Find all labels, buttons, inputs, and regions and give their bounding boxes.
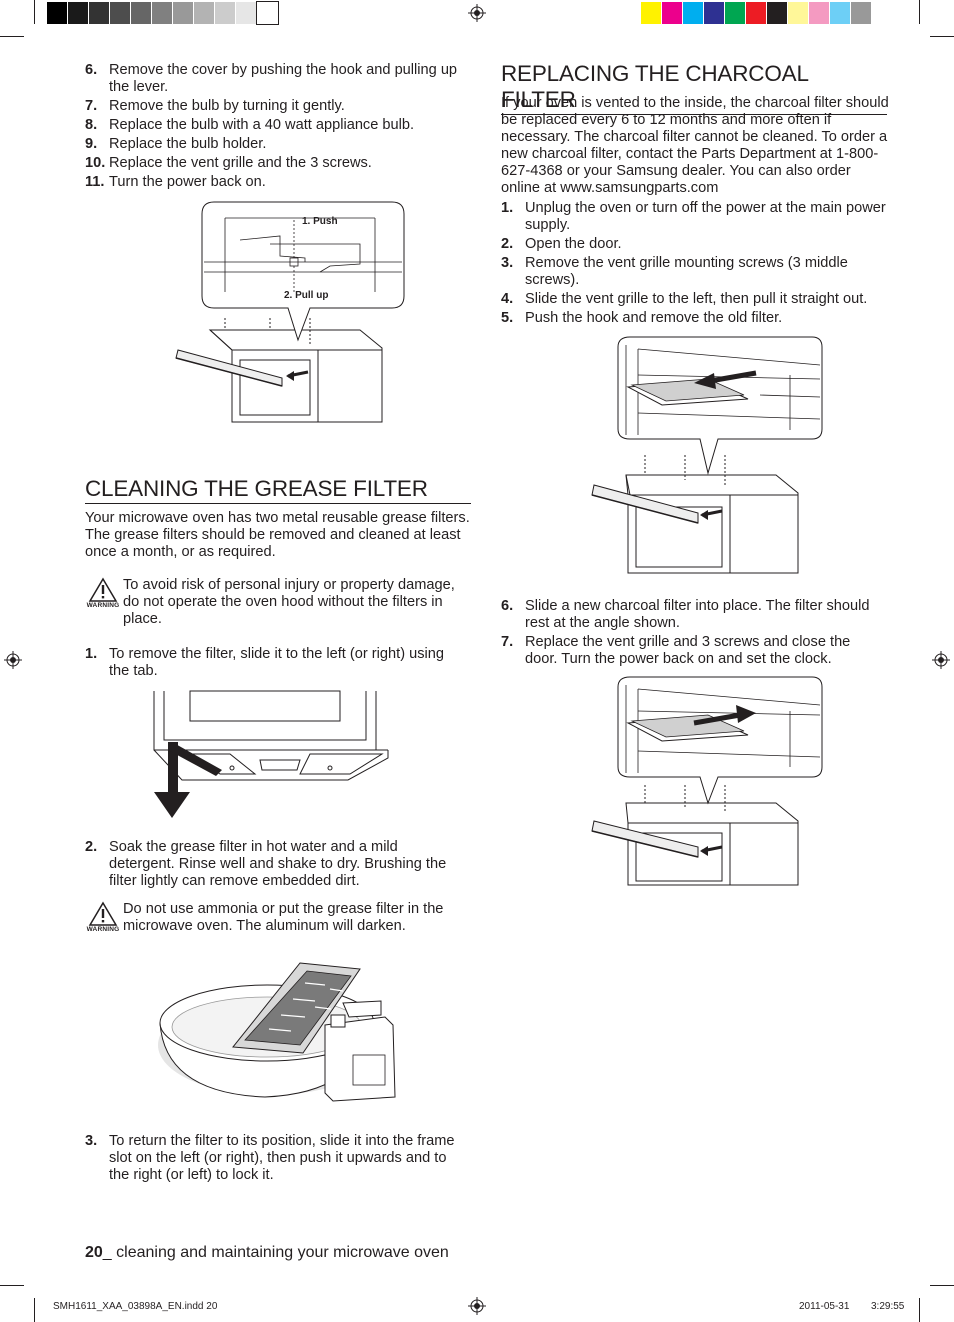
gray-swatch xyxy=(256,1,279,25)
gray-swatch xyxy=(110,2,131,24)
gray-swatch xyxy=(47,2,68,24)
page-footer: 20_ cleaning and maintaining your microw… xyxy=(85,1244,449,1262)
color-swatch xyxy=(788,2,809,24)
warning-icon xyxy=(88,577,118,602)
print-time: 3:29:55 xyxy=(871,1301,905,1312)
process-color-bar xyxy=(641,2,872,24)
filter-removal-illustration xyxy=(150,688,410,823)
registration-mark-icon xyxy=(468,1297,486,1315)
color-swatch xyxy=(809,2,830,24)
charcoal-steps-list: 1.Unplug the oven or turn off the power … xyxy=(501,200,886,329)
list-item: 9.Replace the bulb holder. xyxy=(85,136,267,152)
crop-mark xyxy=(34,1298,35,1322)
grease-step-2: 2.Soak the grease filter in hot water an… xyxy=(85,839,465,892)
print-date: 2011-05-31 xyxy=(799,1301,850,1312)
warning-notice: WARNING To avoid risk of personal injury… xyxy=(85,577,475,629)
remove-charcoal-filter-illustration xyxy=(590,335,825,580)
list-item: 11.Turn the power back on. xyxy=(85,174,266,190)
color-swatch xyxy=(830,2,851,24)
grayscale-color-bar xyxy=(47,1,279,25)
list-item: 2.Open the door. xyxy=(501,236,622,252)
color-swatch xyxy=(746,2,767,24)
gray-swatch xyxy=(215,2,236,24)
bulb-cover-illustration: 1. Push 2. Pull up xyxy=(170,200,410,440)
soaking-filter-illustration xyxy=(155,955,405,1115)
registration-mark-icon xyxy=(468,4,486,22)
gray-swatch xyxy=(173,2,194,24)
warning-text: To avoid risk of personal injury or prop… xyxy=(123,577,455,627)
warning-label: WARNING xyxy=(86,602,120,609)
warning-label: WARNING xyxy=(86,926,120,933)
grease-intro: Your microwave oven has two metal reusab… xyxy=(85,510,470,560)
warning-notice: WARNING Do not use ammonia or put the gr… xyxy=(85,901,475,941)
crop-mark xyxy=(0,36,24,37)
grease-step-3: 3.To return the filter to its position, … xyxy=(85,1133,470,1186)
gray-swatch xyxy=(131,2,152,24)
gray-swatch xyxy=(89,2,110,24)
list-item: 10.Replace the vent grille and the 3 scr… xyxy=(85,155,372,171)
pull-up-callout: 2. Pull up xyxy=(284,290,329,301)
list-item: 1.Unplug the oven or turn off the power … xyxy=(501,200,886,233)
bulb-steps-list: 6.Remove the cover by pushing the hook a… xyxy=(85,62,475,193)
color-swatch xyxy=(725,2,746,24)
list-item: 3.To return the filter to its position, … xyxy=(85,1133,455,1183)
color-swatch xyxy=(641,2,662,24)
list-item: 2.Soak the grease filter in hot water an… xyxy=(85,839,447,889)
charcoal-filter-heading: REPLACING THE CHARCOAL FILTER xyxy=(501,61,887,115)
list-item: 3.Remove the vent grille mounting screws… xyxy=(501,255,848,288)
install-charcoal-filter-illustration xyxy=(590,675,825,890)
grease-filter-heading: CLEANING THE GREASE FILTER xyxy=(85,476,471,504)
list-item: 6.Remove the cover by pushing the hook a… xyxy=(85,62,458,95)
grease-step-1: 1.To remove the filter, slide it to the … xyxy=(85,646,465,682)
color-swatch xyxy=(683,2,704,24)
crop-mark xyxy=(930,1285,954,1286)
color-swatch xyxy=(767,2,788,24)
charcoal-steps-list-continued: 6.Slide a new charcoal filter into place… xyxy=(501,598,886,670)
crop-mark xyxy=(930,36,954,37)
charcoal-intro: If your oven is vented to the inside, th… xyxy=(501,95,889,196)
gray-swatch xyxy=(68,2,89,24)
crop-mark xyxy=(0,1285,24,1286)
crop-mark xyxy=(34,0,35,24)
list-item: 5.Push the hook and remove the old filte… xyxy=(501,310,783,326)
warning-text: Do not use ammonia or put the grease fil… xyxy=(123,901,444,934)
color-swatch xyxy=(662,2,683,24)
footer-section-title: _ cleaning and maintaining your microwav… xyxy=(102,1244,449,1261)
list-item: 8.Replace the bulb with a 40 watt applia… xyxy=(85,117,415,133)
registration-mark-icon xyxy=(932,651,950,669)
warning-icon xyxy=(88,901,118,926)
list-item: 7.Replace the vent grille and 3 screws a… xyxy=(501,634,851,667)
print-file-name: SMH1611_XAA_03898A_EN.indd 20 xyxy=(53,1301,218,1312)
gray-swatch xyxy=(236,2,257,24)
page-number: 20 xyxy=(85,1244,103,1261)
crop-mark xyxy=(919,1298,920,1322)
list-item: 1.To remove the filter, slide it to the … xyxy=(85,646,444,679)
gray-swatch xyxy=(194,2,215,24)
list-item: 6.Slide a new charcoal filter into place… xyxy=(501,598,870,631)
registration-mark-icon xyxy=(4,651,22,669)
gray-swatch xyxy=(152,2,173,24)
list-item: 4.Slide the vent grille to the left, the… xyxy=(501,291,868,307)
color-swatch xyxy=(704,2,725,24)
list-item: 7.Remove the bulb by turning it gently. xyxy=(85,98,345,114)
push-callout: 1. Push xyxy=(302,216,338,227)
color-swatch xyxy=(851,2,872,24)
crop-mark xyxy=(919,0,920,24)
